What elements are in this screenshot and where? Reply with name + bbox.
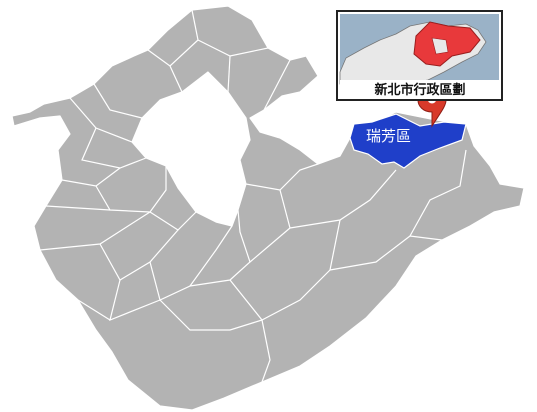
inset-title-bar bbox=[340, 80, 499, 98]
boundary-line bbox=[227, 55, 231, 93]
boundary-line bbox=[261, 319, 271, 383]
boundary-line bbox=[329, 235, 443, 271]
boundary-line bbox=[245, 163, 319, 191]
inset-highlight bbox=[413, 21, 481, 67]
boundary-line bbox=[77, 299, 111, 321]
boundary-line bbox=[93, 83, 143, 119]
inset-map: 新北市行政區劃 bbox=[336, 10, 503, 101]
new-taipei-outline bbox=[11, 5, 525, 411]
boundary-line bbox=[99, 229, 179, 281]
boundary-line bbox=[159, 299, 263, 331]
boundary-line bbox=[409, 149, 467, 237]
boundary-line bbox=[45, 205, 111, 211]
boundary-line bbox=[169, 65, 183, 93]
district-boundaries bbox=[39, 9, 467, 383]
boundary-line bbox=[81, 127, 147, 169]
boundary-line bbox=[229, 219, 341, 321]
boundary-line bbox=[263, 59, 291, 111]
highlighted-district-label: 瑞芳區 bbox=[366, 127, 411, 145]
inset-title: 新北市行政區劃 bbox=[374, 82, 465, 98]
inset-taipei bbox=[431, 37, 449, 55]
boundary-line bbox=[191, 9, 269, 57]
boundary-line bbox=[289, 169, 397, 229]
highlighted-district[interactable] bbox=[349, 113, 467, 169]
